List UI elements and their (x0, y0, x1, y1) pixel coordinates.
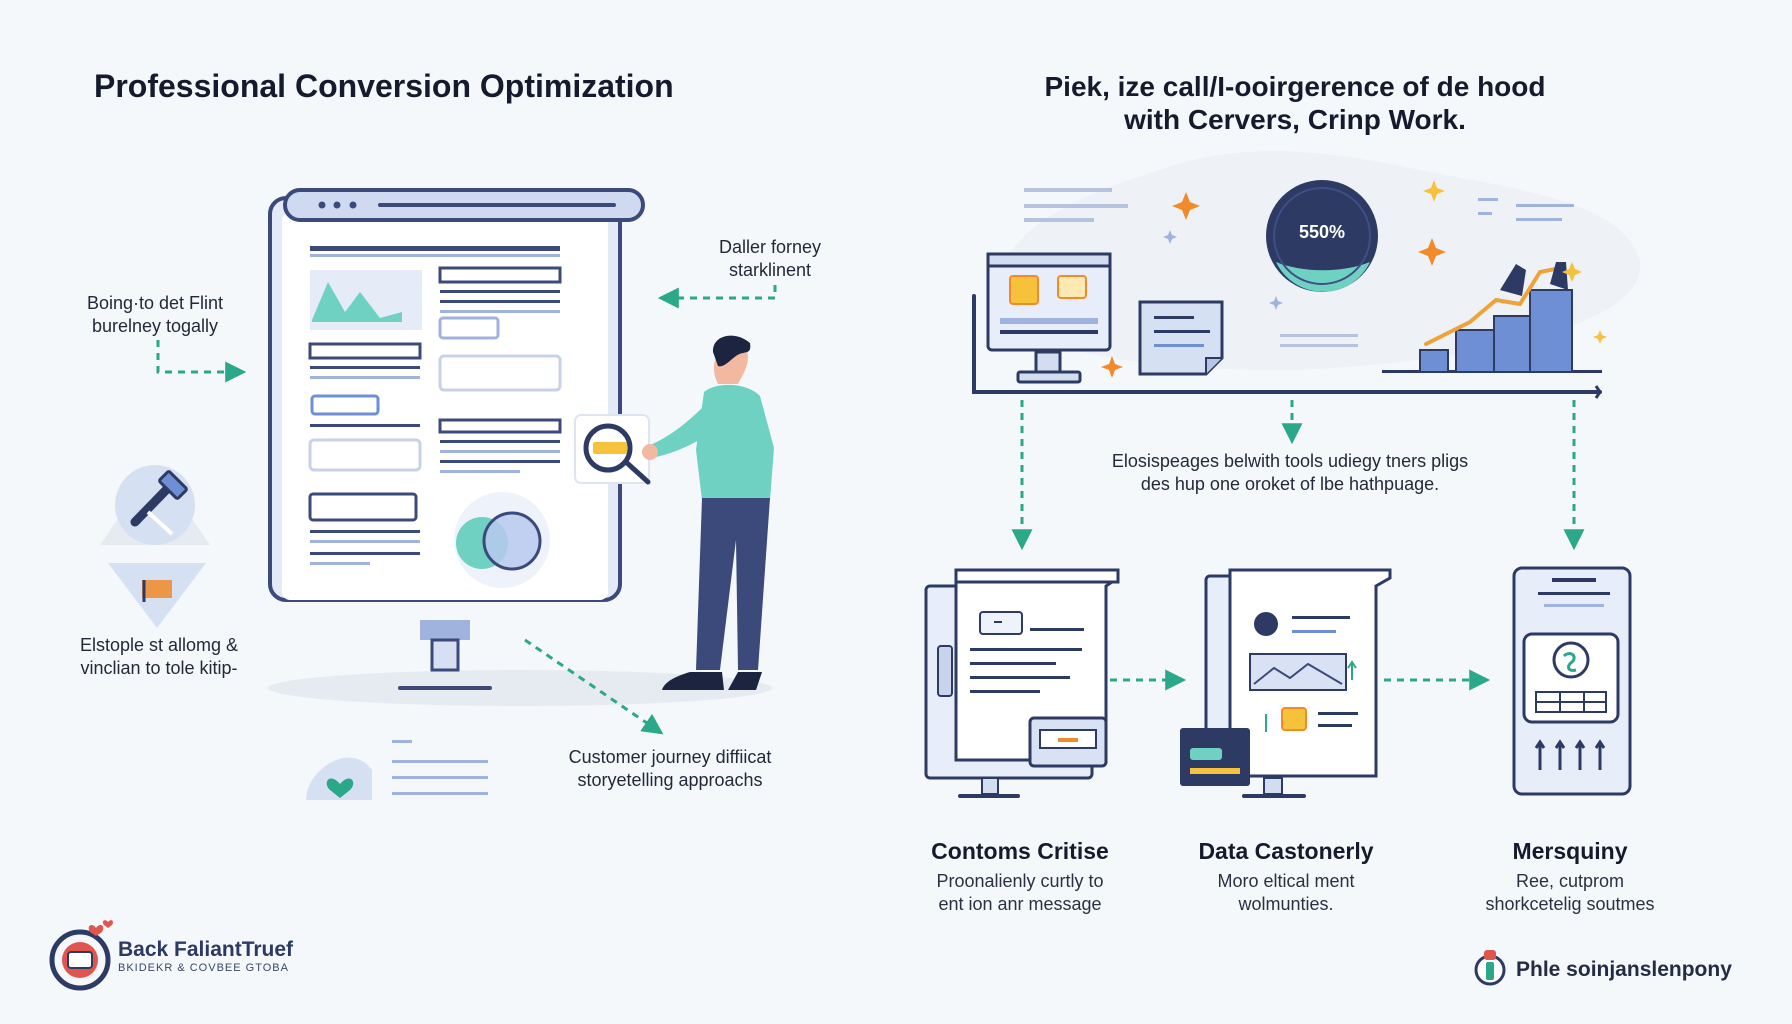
flag-icon (108, 563, 206, 628)
person-pointing (642, 335, 774, 690)
label-bottom-line-1: Customer journey diffiicat (568, 747, 772, 767)
step-3-title: Mersquiny (1512, 838, 1628, 864)
step-2-title: Data Castonerly (1198, 838, 1374, 864)
step-2-desc-line-1: Moro eltical ment (1217, 871, 1355, 891)
floor-shadow (268, 670, 772, 706)
step-1-desc-line-1: Proonalienly curtly to (936, 871, 1104, 891)
left-title: Professional Conversion Optimization (94, 68, 674, 104)
document-icon (1138, 300, 1224, 376)
step-3-desc-line-2: shorkcetelig soutmes (1485, 894, 1655, 914)
step-2-tablet-icon (1180, 568, 1392, 798)
middle-text-line-1: Elosispeages belwith tools udiegy tners … (1111, 451, 1469, 471)
logo-icon (49, 920, 114, 991)
label-top-right-line-2: starklinent (728, 260, 812, 280)
label-top-left-line-1: Boing·to det Flint (86, 293, 224, 313)
footer-logo[interactable]: Back FaliantTruef BKIDEKR & COVBEE GTOBA (118, 938, 293, 974)
label-top-left: Boing·to det Flint burelney togally (60, 292, 250, 338)
step-1-monitor-icon (924, 568, 1120, 798)
bar-chart-icon (1382, 262, 1602, 373)
middle-text-line-2: des hup one oroket of lbe hathpuage. (1140, 474, 1440, 494)
step-1-title: Contoms Critise (931, 838, 1109, 864)
label-mid-left-line-1: Elstople st allomg & (79, 635, 239, 655)
step-3-phone-icon (1512, 566, 1632, 796)
arrow-left-top (156, 340, 247, 383)
step-3-desc: Ree, cutprom shorkcetelig soutmes (1440, 870, 1700, 916)
label-top-right: Daller forney starklinent (690, 236, 850, 282)
right-title: Piek, ize call/I-ooirgerence of de hood … (975, 70, 1615, 136)
browser-window (268, 188, 645, 690)
logo-name: Back FaliantTruef (118, 938, 294, 961)
hammer-icon (100, 465, 210, 545)
logo-tag: BKIDEKR & COVBEE GTOBA (118, 962, 289, 974)
bulb-icon (1474, 950, 1506, 986)
step-1-desc-line-2: ent ion anr message (938, 894, 1102, 914)
footer-brand[interactable]: Phle soinjanslenpony (1516, 958, 1732, 981)
arrow-right-top (657, 285, 777, 309)
step-3-desc-line-1: Ree, cutprom (1515, 871, 1625, 891)
middle-text: Elosispeages belwith tools udiegy tners … (1040, 450, 1540, 496)
right-title-line-1: Piek, ize call/I-ooirgerence of de hood (1044, 71, 1546, 102)
percentage-badge-text: 550% (1298, 222, 1346, 242)
step-2-desc: Moro eltical ment wolmunties. (1156, 870, 1416, 916)
step-1-desc: Proonalienly curtly to ent ion anr messa… (890, 870, 1150, 916)
label-top-left-line-2: burelney togally (91, 316, 219, 336)
label-bottom: Customer journey diffiicat storyetelling… (540, 746, 800, 792)
right-title-line-2: with Cervers, Crinp Work. (1124, 104, 1466, 135)
heart-shield-icon (306, 740, 488, 800)
hero-baseline (972, 294, 1602, 394)
magnifier-icon (574, 414, 651, 485)
star-sparkle-icon (1101, 180, 1607, 378)
label-top-right-line-1: Daller forney (718, 237, 822, 257)
label-mid-left: Elstople st allomg & vinclian to tole ki… (54, 634, 264, 680)
monitor-icon (986, 252, 1112, 384)
label-bottom-line-2: storyetelling approachs (577, 770, 763, 790)
percentage-badge (1266, 180, 1378, 292)
arrow-bottom (524, 638, 664, 735)
step-2-desc-line-2: wolmunties. (1238, 894, 1334, 914)
label-mid-left-line-2: vinclian to tole kitip- (80, 658, 238, 678)
